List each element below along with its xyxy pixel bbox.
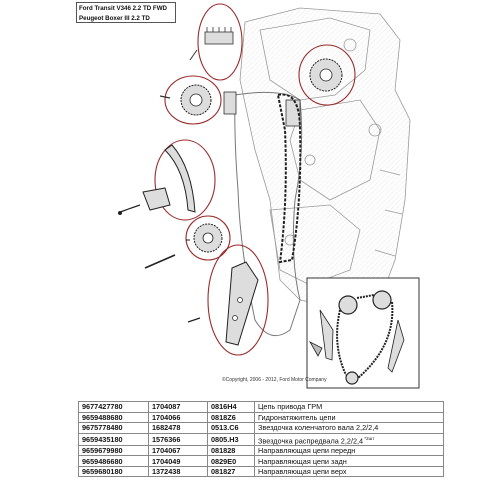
title-line-2: Peugeot Boxer III 2.2 TD: [79, 14, 150, 22]
part-code-3: 0829E0: [207, 455, 255, 467]
part-code-3: 0513.C6: [207, 422, 255, 434]
part-code-3: 081827: [207, 465, 255, 478]
part-description: Цепь привода ГРМ: [254, 401, 444, 413]
title-line-1: Ford Transit V346 2.2 TD FWD: [79, 5, 168, 12]
part-code-2: 1372438: [148, 465, 208, 478]
part-code-3: 0818Z6: [207, 411, 255, 423]
part-code-3: 0805.H3: [207, 432, 255, 446]
part-code-1: 9677427780: [78, 401, 149, 413]
part-description: Направляющая цепи передн: [254, 444, 444, 457]
part-description: Звездочка распредвала 2,2/2,4 *2шт: [254, 432, 444, 446]
rear-chain-guide-group: [187, 244, 269, 356]
part-code-1: 9659435180: [78, 432, 149, 446]
timing-chain: [276, 93, 302, 264]
part-code-3: 081828: [207, 444, 255, 457]
part-description: Направляющая цепи задн: [254, 455, 444, 467]
camshaft-sprocket-right-group: [298, 44, 356, 106]
part-code-1: 9659680180: [78, 465, 149, 478]
part-code-2: 1704066: [148, 411, 208, 423]
part-description: Гидронатяжитель цепи: [254, 411, 444, 423]
part-code-2: 1704067: [148, 444, 208, 457]
part-description: Звездочка коленчатого вала 2,2/2,4: [254, 422, 444, 434]
part-note: *2шт: [363, 435, 375, 441]
part-code-1: 9675778480: [78, 422, 149, 434]
part-code-2: 1576366: [148, 432, 208, 446]
engine-block: [239, 7, 411, 311]
copyright-notice: ©Copyright, 2006 - 2012, Ford Motor Comp…: [222, 377, 327, 383]
front-chain-guide-group: [154, 139, 216, 221]
upper-guide-mid: [223, 91, 237, 115]
part-description: Направляющая цепи верх: [254, 465, 444, 478]
chain-layout-inset: [306, 277, 420, 389]
camshaft-sprocket-left-group: [159, 75, 222, 125]
part-code-2: 1704087: [148, 401, 208, 413]
part-code-2: 1704049: [148, 455, 208, 467]
title-box: Ford Transit V346 2.2 TD FWD Peugeot Box…: [76, 2, 176, 23]
part-code-1: 9659488680: [78, 411, 149, 423]
hydraulic-tensioner-group: [118, 187, 171, 215]
part-code-3: 0816H4: [207, 401, 255, 413]
part-code-1: 9659486680: [78, 455, 149, 467]
crankshaft-sprocket-group: [144, 215, 231, 269]
part-code-1: 9659679980: [78, 444, 149, 457]
part-code-2: 1682478: [148, 422, 208, 434]
upper-guide-right: [285, 99, 301, 127]
upper-chain-guide-group: [189, 3, 243, 81]
